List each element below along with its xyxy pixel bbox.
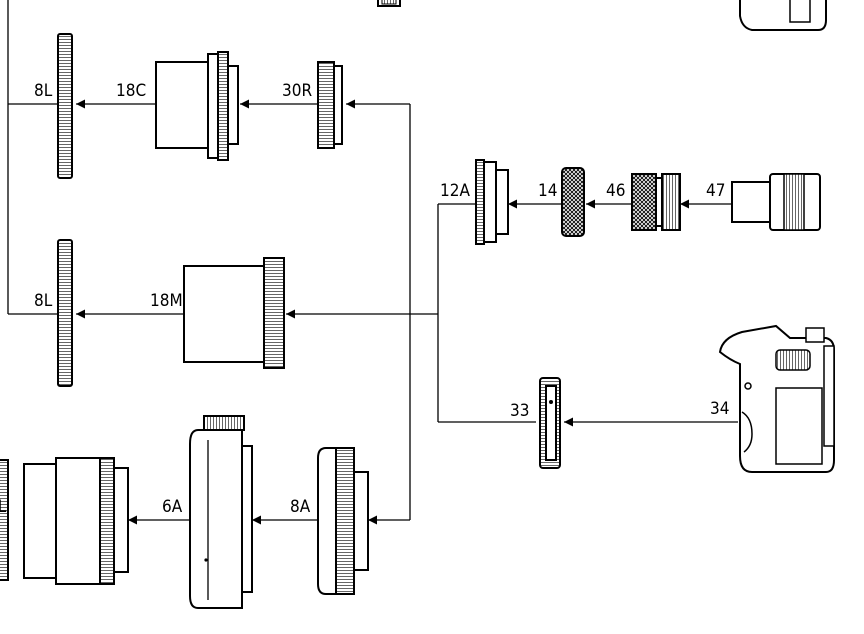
part-34-camera-body — [718, 324, 835, 473]
part-18M — [183, 257, 285, 369]
label-8A: 8A — [290, 497, 311, 517]
connector-lines — [7, 0, 738, 525]
part-30R — [317, 61, 343, 149]
label-6A: 6A — [162, 497, 183, 517]
label-8L-bottom: 8L — [0, 497, 7, 517]
label-46: 46 — [606, 181, 625, 201]
label-33: 33 — [510, 401, 529, 421]
label-18C: 18C — [116, 81, 146, 101]
part-33 — [539, 377, 561, 469]
partial-part-top-center — [377, 0, 401, 7]
part-8L-top — [57, 33, 73, 179]
part-18C — [155, 51, 239, 161]
part-47-eyepiece — [731, 173, 821, 231]
part-6A — [189, 415, 253, 609]
part-14 — [561, 167, 585, 237]
part-8L-middle — [57, 239, 73, 387]
label-47: 47 — [706, 181, 725, 201]
part-8A — [317, 447, 369, 595]
partial-camera-top-right — [739, 0, 827, 31]
label-18M: 18M — [150, 291, 183, 311]
label-8L-middle: 8L — [34, 291, 53, 311]
part-8L-bottom — [0, 457, 129, 585]
label-8L-top: 8L — [34, 81, 53, 101]
labels: 8L 18C 30R 12A 14 46 47 8L 18M 33 34 8L … — [0, 81, 729, 517]
label-14: 14 — [538, 181, 557, 201]
part-12A — [475, 159, 509, 245]
label-34: 34 — [710, 399, 729, 419]
label-30R: 30R — [282, 81, 312, 101]
part-46 — [631, 173, 681, 231]
label-12A: 12A — [440, 181, 470, 201]
